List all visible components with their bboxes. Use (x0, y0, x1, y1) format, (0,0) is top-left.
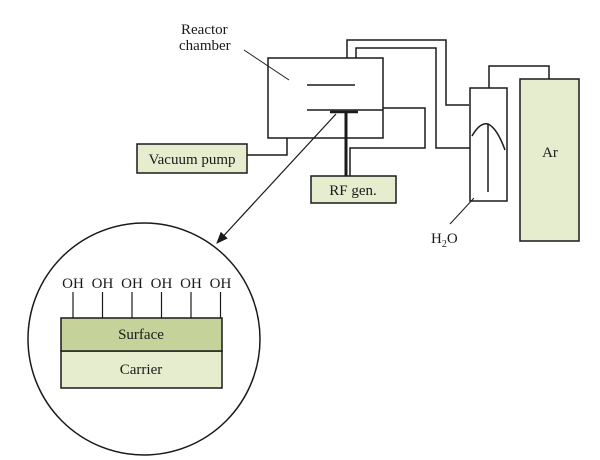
carrier-layer (60, 350, 223, 389)
vacuum-pump: Vacuum pump (136, 143, 248, 174)
carrier-label: Carrier (120, 362, 162, 378)
oh-label: OH (151, 276, 173, 292)
gas-feed-inner (355, 47, 470, 149)
oh-label: OH (121, 276, 143, 292)
magnified-surface-view: Surface Carrier OH OH OH OH OH OH (27, 222, 261, 456)
zoom-arrow (216, 113, 337, 244)
water-label-tail: O (447, 231, 458, 247)
argon-cylinder: Ar (519, 78, 580, 242)
oh-label: OH (92, 276, 114, 292)
water-label-sub: 2 (442, 239, 447, 250)
argon-label: Ar (542, 145, 558, 161)
oh-label: OH (210, 276, 232, 292)
surface-label: Surface (118, 327, 164, 343)
gas-feed-outer (346, 39, 469, 106)
water-label-main: H (431, 231, 442, 247)
hydroxyl-groups: OH OH OH OH OH OH (62, 276, 231, 318)
magnifier-circle (27, 222, 261, 456)
reactor-label-line1: Reactor (181, 22, 228, 38)
argon-line (488, 65, 550, 88)
reactor-leader-line (243, 49, 290, 81)
water-bubbler (469, 87, 508, 202)
reactor-chamber (267, 57, 384, 176)
oh-label: OH (180, 276, 202, 292)
water-leader-line (449, 197, 475, 225)
rf-generator-label: RF gen. (329, 183, 377, 199)
water-label: H2O (431, 231, 458, 250)
rf-cable (349, 107, 426, 176)
surface-layer (60, 317, 223, 352)
reactor-label-line2: chamber (179, 38, 231, 54)
vacuum-pump-label: Vacuum pump (148, 152, 235, 168)
oh-label: OH (62, 276, 84, 292)
rf-generator: RF gen. (310, 175, 397, 204)
vacuum-pipe (247, 138, 288, 156)
